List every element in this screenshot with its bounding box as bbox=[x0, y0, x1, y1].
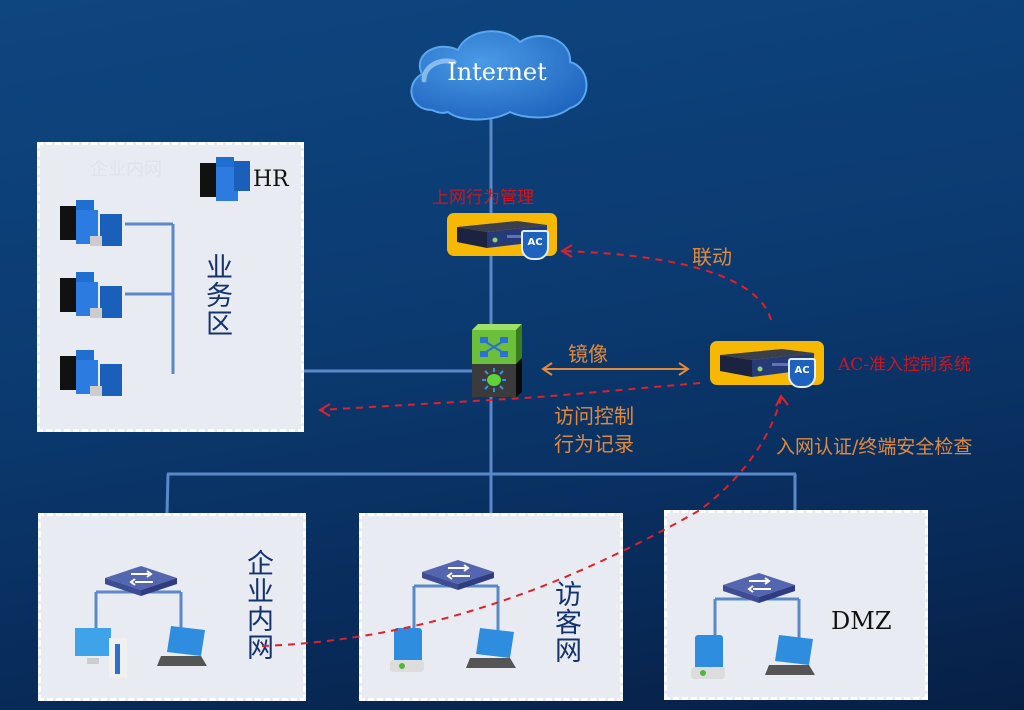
dmz-zone: DMZ bbox=[664, 510, 928, 700]
nac-device[interactable]: AC bbox=[710, 341, 824, 388]
nac-label: AC-准入控制系统 bbox=[838, 355, 972, 375]
switch-icon[interactable] bbox=[723, 569, 795, 603]
tablet-icon[interactable] bbox=[691, 635, 727, 681]
core-switch[interactable] bbox=[472, 324, 522, 399]
hr-server-icon bbox=[200, 157, 252, 201]
access-control-label: 访问控制 bbox=[554, 404, 634, 428]
business-zone-links bbox=[125, 222, 175, 374]
ac-badge-text: AC bbox=[527, 237, 543, 248]
switch-icon[interactable] bbox=[105, 562, 177, 596]
server-cluster-icon[interactable] bbox=[60, 350, 124, 398]
guest-zone-label: 访客网 bbox=[550, 580, 581, 664]
core-zone-label: 核心区 bbox=[566, 486, 620, 507]
core-drop-left bbox=[165, 473, 170, 515]
switch-icon[interactable] bbox=[422, 556, 494, 590]
ac-shield-icon: AC bbox=[521, 230, 549, 260]
ac-badge-text: AC bbox=[794, 365, 810, 376]
intranet-zone: 企业内网 bbox=[38, 513, 306, 701]
server-cluster-icon[interactable] bbox=[60, 272, 124, 320]
tablet-icon[interactable] bbox=[390, 628, 426, 674]
internet-label: Internet bbox=[447, 58, 547, 86]
auth-check-label: 入网认证/终端安全检查 bbox=[776, 436, 973, 458]
laptop-icon[interactable] bbox=[765, 635, 817, 679]
dmz-zone-label: DMZ bbox=[831, 607, 892, 635]
hr-label: HR bbox=[253, 167, 289, 192]
watermark-text: 企业内网 bbox=[90, 159, 162, 180]
core-switch-icon bbox=[472, 324, 522, 397]
server-cluster-icon[interactable] bbox=[60, 200, 124, 248]
cloud-icon bbox=[410, 30, 588, 121]
guest-topology bbox=[412, 584, 500, 634]
business-zone: 企业内网 HR 业务区 bbox=[37, 142, 304, 432]
mirror-label: 镜像 bbox=[568, 342, 608, 366]
linkage-label: 联动 bbox=[692, 245, 732, 269]
intranet-zone-label: 企业内网 bbox=[242, 549, 273, 661]
behavior-record-label: 行为记录 bbox=[554, 432, 634, 456]
guest-zone: 访客网 bbox=[359, 513, 623, 701]
desktop-computer-icon[interactable] bbox=[75, 628, 133, 678]
business-zone-label: 业务区 bbox=[201, 253, 232, 337]
laptop-icon[interactable] bbox=[157, 626, 209, 670]
ac-shield-icon: AC bbox=[788, 358, 816, 388]
behavior-mgmt-device[interactable]: AC bbox=[447, 213, 557, 260]
internet-cloud: Internet bbox=[402, 22, 592, 122]
laptop-icon[interactable] bbox=[466, 628, 518, 672]
behavior-mgmt-label: 上网行为管理 bbox=[432, 188, 534, 208]
